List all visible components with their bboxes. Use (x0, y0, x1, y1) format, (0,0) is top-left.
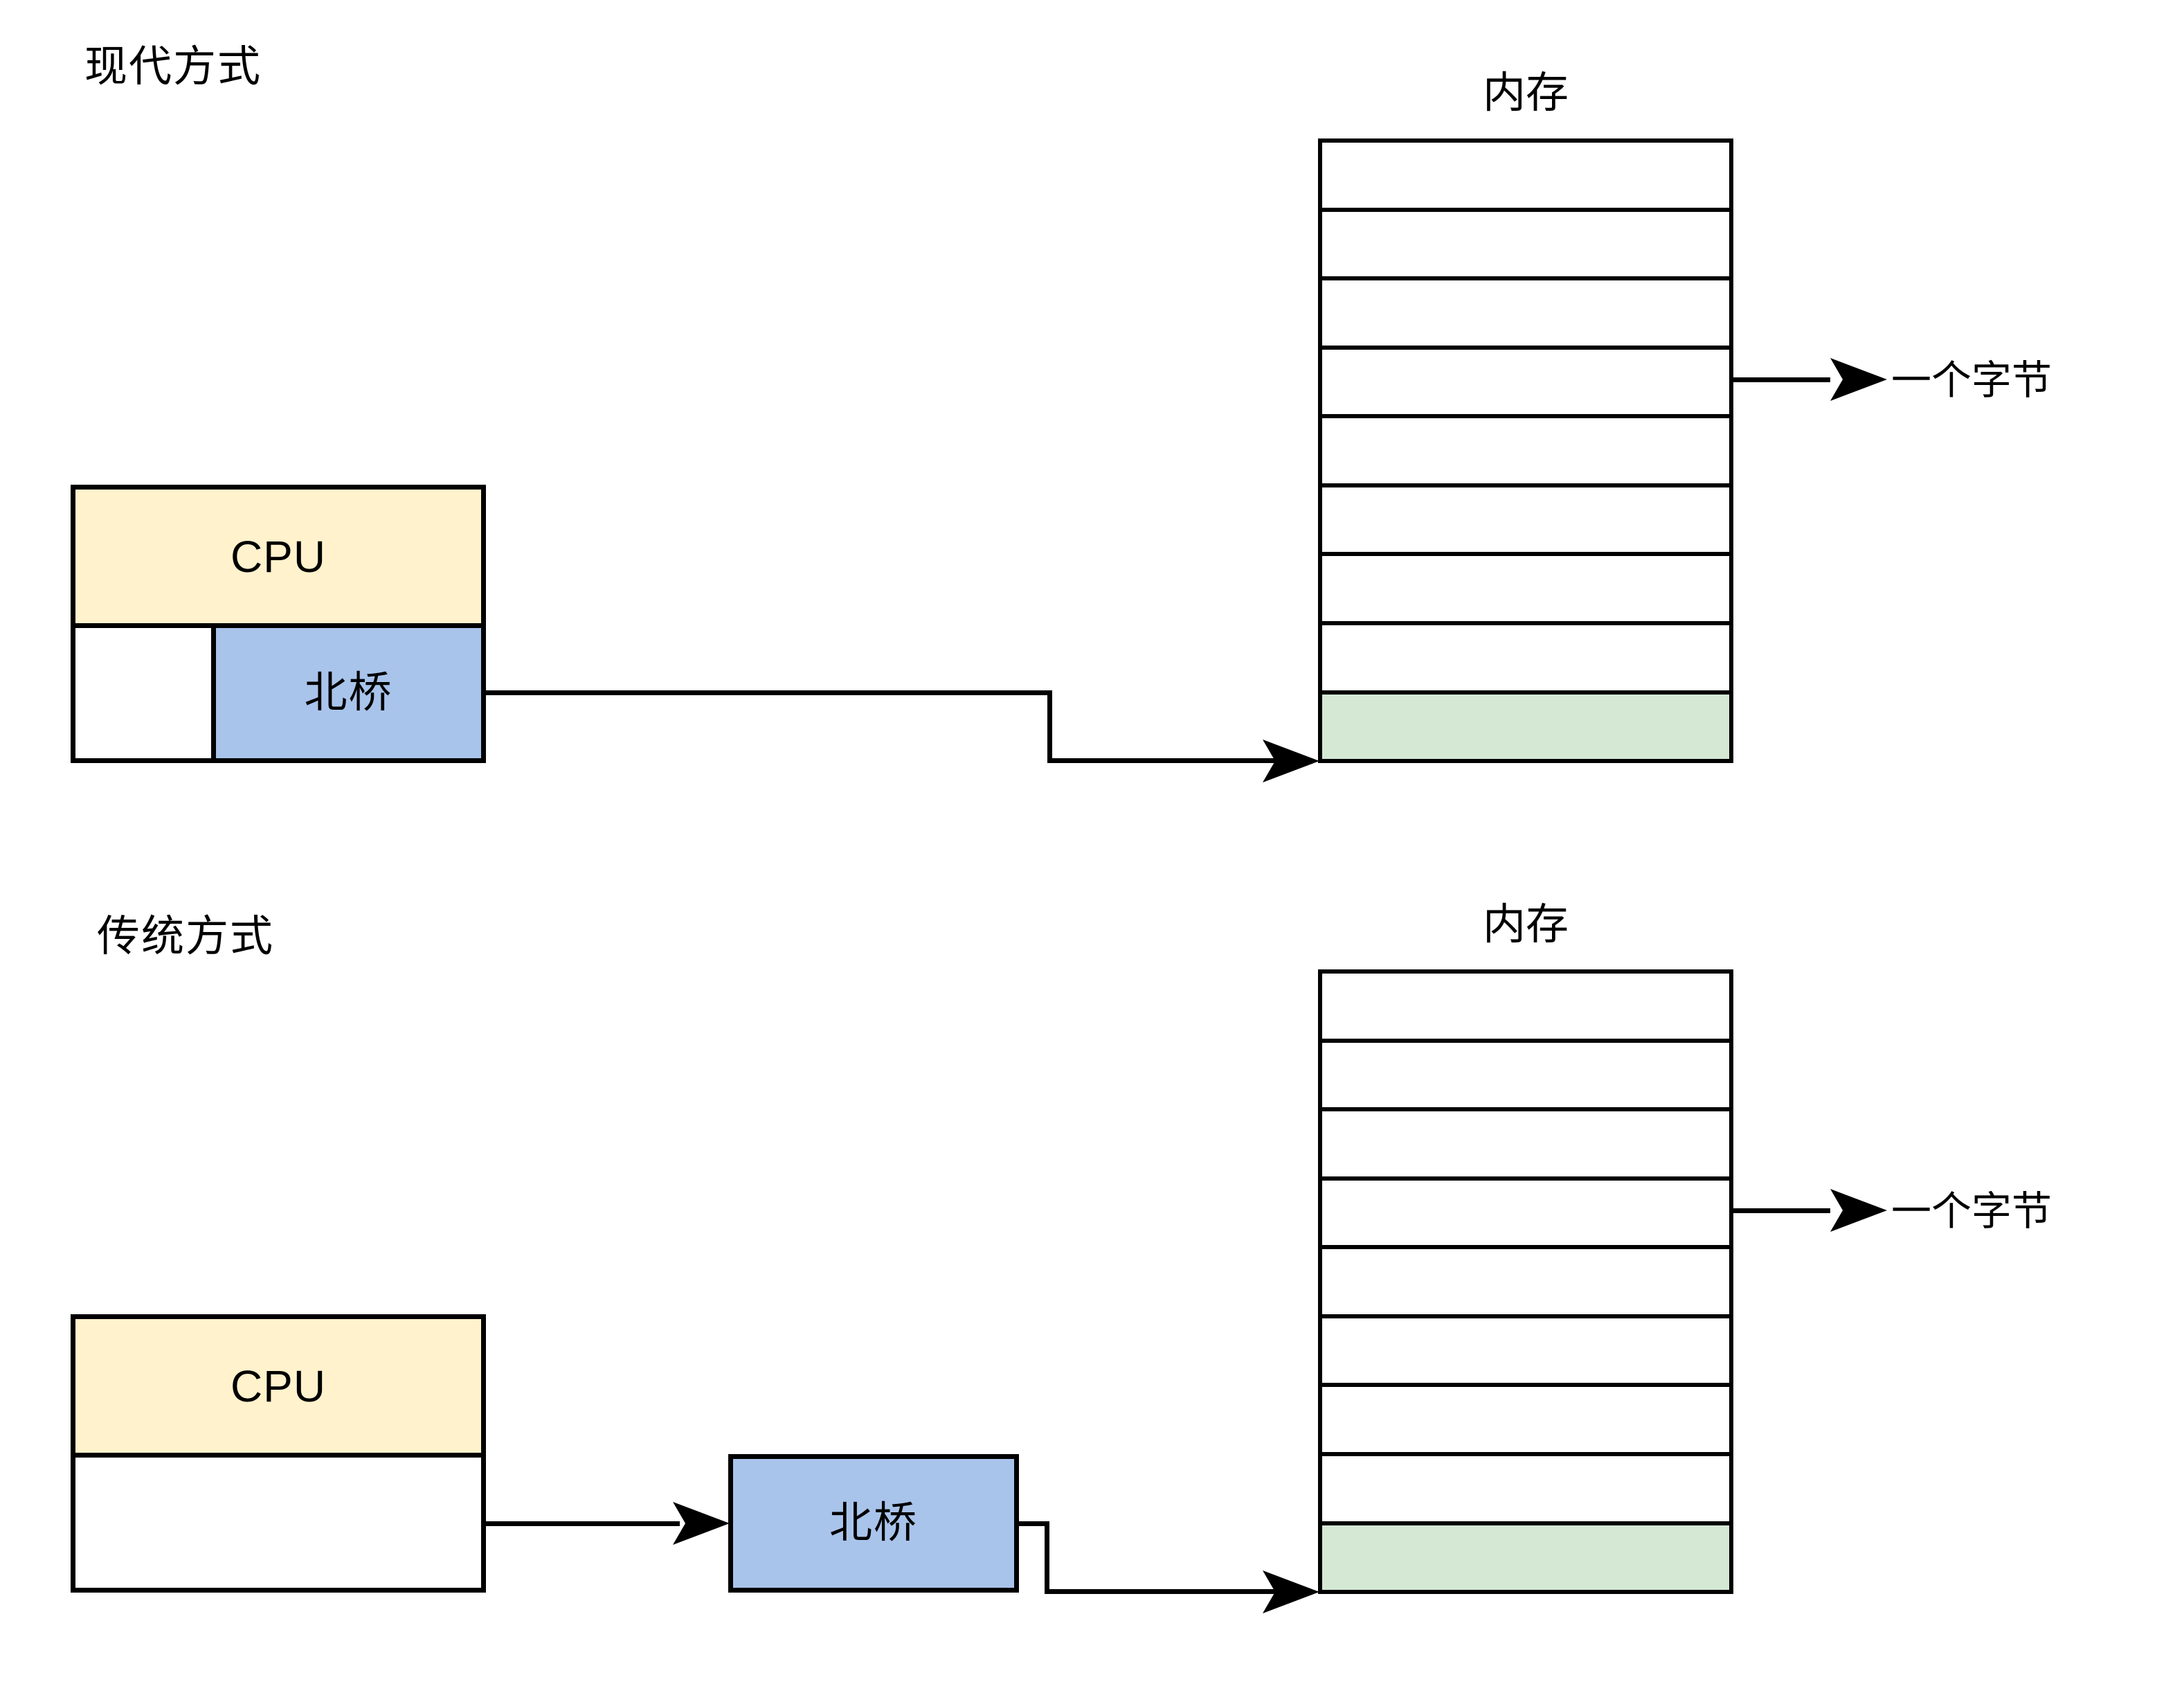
memory-cell-highlighted (1322, 1525, 1729, 1591)
memory-stack-legacy (1318, 969, 1733, 1594)
memory-cell-highlighted (1322, 694, 1729, 760)
cpu-package-modern[interactable]: CPU 北桥 (71, 485, 486, 763)
bus-wire-modern-segment-2 (1047, 690, 1052, 763)
memory-cell (1322, 1249, 1729, 1318)
bus-wire-modern-segment-1 (486, 690, 1052, 695)
northbridge-block-legacy[interactable]: 北桥 (728, 1454, 1019, 1593)
memory-cell (1322, 1180, 1729, 1250)
northbridge-label-modern: 北桥 (304, 669, 393, 717)
byte-arrowhead-legacy (1830, 1189, 1887, 1232)
cpu-label-legacy: CPU (230, 1361, 327, 1411)
memory-title-legacy: 内存 (1482, 901, 1569, 949)
memory-cell (1322, 1387, 1729, 1456)
memory-title-modern: 内存 (1482, 69, 1569, 117)
memory-cell (1322, 1318, 1729, 1388)
memory-cell (1322, 280, 1729, 350)
memory-cell (1322, 1111, 1729, 1181)
byte-pointer-line-modern (1733, 377, 1830, 382)
northbridge-block-modern[interactable]: 北桥 (211, 628, 481, 758)
byte-label-modern: 一个字节 (1891, 358, 2052, 403)
bus-wire-legacy-segment-3 (1045, 1589, 1297, 1594)
cpu-to-northbridge-wire-legacy (486, 1521, 680, 1526)
bus-wire-legacy-segment-1 (1019, 1521, 1049, 1526)
memory-cell (1322, 143, 1729, 212)
byte-arrowhead-modern (1830, 358, 1887, 401)
northbridge-label-legacy: 北桥 (829, 1499, 918, 1547)
memory-cell (1322, 487, 1729, 557)
cpu-label-modern: CPU (230, 531, 327, 582)
cpu-to-northbridge-arrowhead-legacy (673, 1502, 730, 1545)
bus-wire-legacy-segment-2 (1045, 1521, 1049, 1594)
memory-cell (1322, 211, 1729, 281)
memory-cell (1322, 1042, 1729, 1112)
memory-cell (1322, 974, 1729, 1043)
cpu-block-legacy[interactable]: CPU (75, 1319, 481, 1458)
memory-stack-modern (1318, 138, 1733, 763)
section-title-modern: 现代方式 (84, 43, 262, 91)
bus-wire-modern-segment-3 (1047, 758, 1297, 763)
cpu-block-modern[interactable]: CPU (75, 490, 481, 628)
memory-cell (1322, 1455, 1729, 1525)
byte-pointer-line-legacy (1733, 1208, 1830, 1213)
memory-cell (1322, 625, 1729, 695)
memory-cell (1322, 418, 1729, 487)
byte-label-legacy: 一个字节 (1891, 1189, 2052, 1234)
memory-cell (1322, 556, 1729, 625)
memory-cell (1322, 349, 1729, 419)
section-title-legacy: 传统方式 (97, 913, 275, 960)
cpu-package-legacy[interactable]: CPU (71, 1314, 486, 1593)
